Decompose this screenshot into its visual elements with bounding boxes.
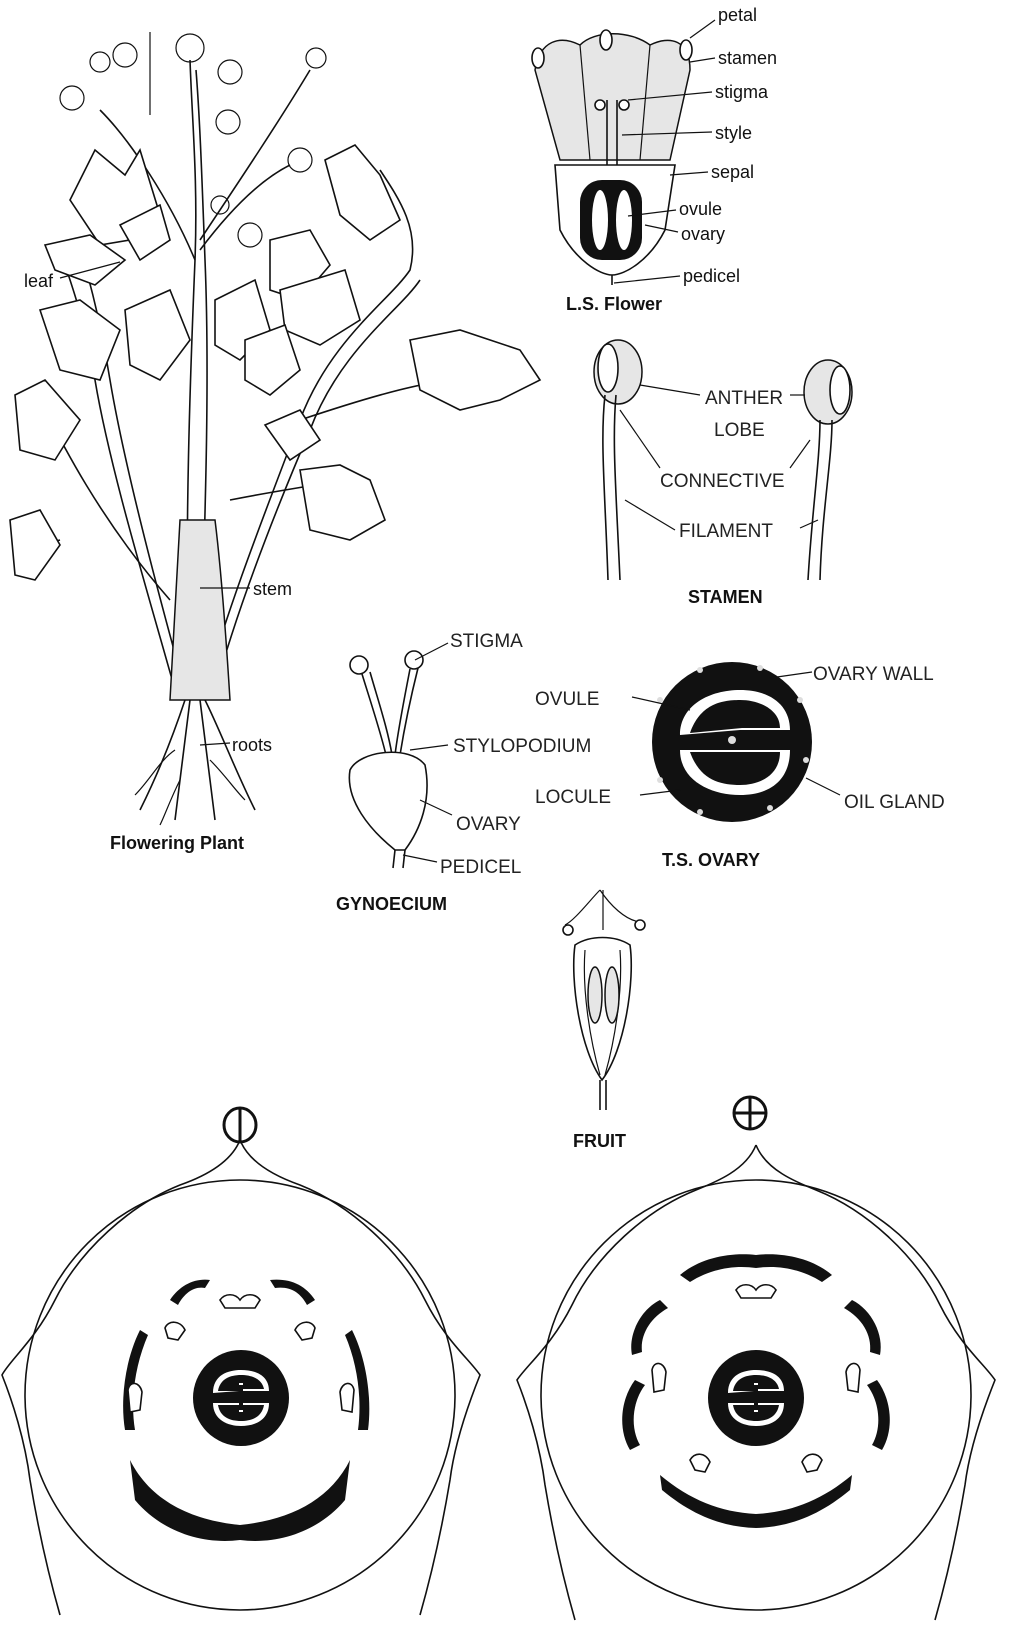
label-connective: CONNECTIVE (660, 471, 785, 492)
label-gyn-stigma: STIGMA (450, 631, 523, 652)
label-leaf: leaf (24, 271, 54, 291)
fruit-illustration (563, 890, 645, 1110)
label-sepal: sepal (711, 162, 754, 182)
label-stamen: stamen (718, 48, 777, 68)
title-stamen: STAMEN (688, 587, 763, 607)
actinomorphic-symbol-icon (734, 1097, 766, 1129)
filament-left-leader (625, 500, 675, 530)
label-locule: LOCULE (535, 787, 611, 808)
label-petal: petal (718, 5, 757, 25)
label-gyn-pedicel: PEDICEL (440, 857, 521, 878)
label-oil-gland: OIL GLAND (844, 792, 945, 813)
petal-leader (690, 20, 715, 38)
label-ovary: ovary (681, 224, 725, 244)
ts-ovary-illustration (632, 662, 840, 822)
anther-left-leader (640, 385, 700, 395)
title-gynoecium: GYNOECIUM (336, 894, 447, 914)
label-pedicel: pedicel (683, 266, 740, 286)
title-ls-flower: L.S. Flower (566, 294, 662, 314)
label-anther: ANTHER (705, 388, 783, 409)
label-ovary-wall: OVARY WALL (813, 664, 934, 685)
zygomorphic-symbol-icon (224, 1108, 256, 1142)
label-lobe: LOBE (714, 420, 765, 441)
label-filament: FILAMENT (679, 521, 773, 542)
roots-drawing (135, 700, 255, 825)
filament-right-leader (800, 520, 818, 528)
title-fruit: FRUIT (573, 1131, 626, 1151)
connective-left-leader (620, 410, 660, 468)
title-flowering-plant: Flowering Plant (110, 833, 244, 853)
connective-right-leader (790, 440, 810, 468)
floral-diagram-left (2, 1108, 480, 1615)
ovary-wall-leader (770, 672, 812, 678)
gyn-stigma-leader (415, 643, 448, 660)
title-ts-ovary: T.S. OVARY (662, 850, 760, 870)
label-gyn-ovary: OVARY (456, 814, 521, 835)
flowering-plant-illustration (10, 32, 540, 825)
gyn-stylopodium-leader (410, 745, 448, 750)
label-stigma: stigma (715, 82, 769, 102)
gyn-pedicel-leader (403, 855, 437, 862)
pedicel-leader (614, 276, 680, 283)
stamen-illustration (594, 340, 852, 580)
label-style: style (715, 123, 752, 143)
stamen-leader (690, 58, 715, 62)
label-ovule: ovule (679, 199, 722, 219)
label-gyn-stylopodium: STYLOPODIUM (453, 736, 591, 757)
oil-gland-leader (806, 778, 840, 795)
label-ts-ovule: OVULE (535, 689, 599, 710)
gynoecium-illustration (349, 643, 452, 868)
label-roots: roots (232, 735, 272, 755)
floral-diagram-right (517, 1097, 995, 1620)
ls-flower-illustration (532, 20, 715, 285)
label-stem: stem (253, 579, 292, 599)
sepal-leader (670, 172, 708, 175)
